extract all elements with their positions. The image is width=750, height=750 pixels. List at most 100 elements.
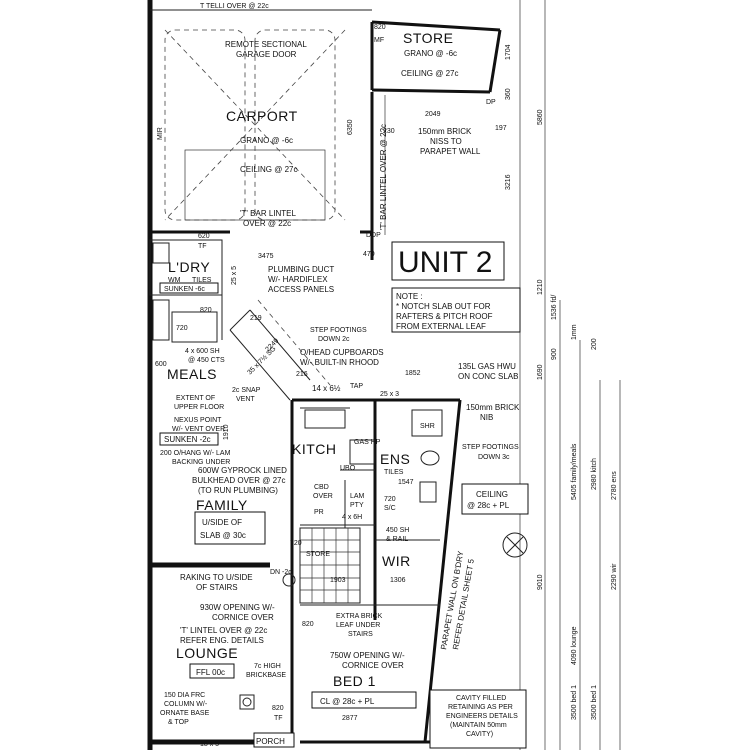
note-line-1: * NOTCH SLAB OUT FOR [396,302,491,311]
grano-store-note: GRANO @ -6c [404,49,457,58]
carport-cars [164,29,346,221]
lam-label: LAM [350,493,365,500]
dim-14x6: 14 x 6½ [312,384,341,393]
bed-ceiling-box [311,691,417,709]
dim-470: 470 [363,251,375,258]
dim-2049: 2049 [425,111,441,118]
column-note-3: ORNATE BASE [160,710,210,717]
dim-5860: 5860 [537,109,544,125]
ddp-label: DDP [366,232,381,239]
bed1-label: BED 1 [333,673,376,689]
dim-2877: 2877 [342,715,358,722]
dim-360: 360 [505,88,512,100]
top-label: T TELLI OVER @ 22c [200,3,269,10]
dim-3216: 3216 [505,174,512,190]
bulkhead-note-3: (TO RUN PLUMBING) [198,486,278,495]
uside-slab-text-1: U/SIDE OF [202,518,242,527]
dim-2980: 2980 kitch [591,458,598,490]
ceiling-box [461,483,529,515]
remote-door-note-2: GARAGE DOOR [236,50,297,59]
opening-930-note-1: 930W OPENING W/- [200,603,275,612]
high-brick-note-2: BRICKBASE [246,672,286,679]
ohang-note-2: BACKING UNDER [172,459,230,466]
dim-820-bot: 820 [272,705,284,712]
dim-216: 216 [296,371,308,378]
bed-ceiling-label: CL @ 28c + PL [320,697,375,706]
bulkhead-note-1: 600W GYPROCK LINED [198,466,287,475]
dim-1210: 1210 [537,279,544,295]
plumbing-note-2: W/- HARDIFLEX [268,275,328,284]
lounge-label: LOUNGE [176,645,238,661]
tf-bot-label: TF [274,715,283,722]
hwu-note-2: ON CONC SLAB [458,372,518,381]
ohead-note-1: O/HEAD CUPBOARDS [300,348,384,357]
snap-vent-note-2: VENT [236,396,255,403]
step-footings-note-3: STEP FOOTINGS [462,444,519,451]
opening-750-note-2: CORNICE OVER [342,661,404,670]
dim-1mm: 1mm [571,324,578,340]
column-note-1: 150 DIA FRC [164,692,205,699]
powder-room-label: PR [314,509,324,516]
dim-720-pr: 720 [176,325,188,332]
ubo-label: UBO [340,465,356,472]
dn-2c-label: DN -2c [270,569,292,576]
store-mid-label: STORE [306,551,330,558]
ceiling-box-text-2: @ 28c + PL [467,501,510,510]
opening-750-note-1: 750W OPENING W/- [330,651,405,660]
dim-6350: 6350 [347,119,354,135]
ceiling-carport-note: CEILING @ 27c [240,165,297,174]
ceiling-store-note: CEILING @ 27c [401,69,458,78]
dim-25x5: 25 x 5 [231,266,238,285]
dim-25x3: 25 x 3 [380,391,399,398]
mf-label: MF [374,37,384,44]
uside-slab-text-2: SLAB @ 30c [200,531,246,540]
ensuite-tiles-label: TILES [384,469,404,476]
dim-900: 900 [551,348,558,360]
shower-label: SHR [420,423,435,430]
ensuite-label: ENS [380,451,410,467]
dim-9010: 9010 [537,574,544,590]
dimension-lines [384,0,621,750]
dim-3500b: 3500 bed 1 [591,685,598,720]
dim-1903: 1903 [330,577,346,584]
dim-1536: 1536 fd/ [551,295,558,320]
ffl-box [189,663,235,679]
store-top-label: STORE [403,30,453,46]
dim-1306: 1306 [390,577,406,584]
sunken-2c-label: SUNKEN -2c [164,435,211,444]
dim-4090: 4090 lounge [571,626,578,665]
hwu-note-1: 135L GAS HWU [458,362,516,371]
plumbing-note-1: PLUMBING DUCT [268,265,334,274]
dim-197: 197 [495,125,507,132]
step-footings-note-1: STEP FOOTINGS [310,327,367,334]
dim-18x5: 18 x 5 [200,741,219,748]
meals-label: MEALS [167,366,217,382]
tlintel-note-1: 'T' LINTEL OVER @ 22c [180,626,267,635]
sh-rail-note-2: & RAIL [386,536,408,543]
stairs [299,527,361,604]
nexus-note-1: NEXUS POINT [174,417,222,424]
unit-label-box [391,241,505,281]
dim-600: 600 [155,361,167,368]
extent-note-1: EXTENT OF [176,395,215,402]
step-footings-note-2: DOWN 2c [318,336,350,343]
diagonal-bench [229,299,331,401]
kitchen-label: KITCH [292,441,337,457]
internal-walls [300,400,443,620]
dim-450cts: @ 450 CTS [188,357,225,364]
dim-620: 620 [198,233,210,240]
laundry-area [149,239,223,343]
dim-820-mid: 820 [302,621,314,628]
brick-niss-note-1: 150mm BRICK [418,127,472,136]
ceiling-box-text-1: CEILING [476,490,508,499]
note-line-3: FROM EXTERNAL LEAF [396,322,486,331]
note-box [391,287,521,333]
raking-note-2: OF STAIRS [196,583,238,592]
dim-1910: 1910 [223,424,230,440]
brick-niss-note-3: PARAPET WALL [420,147,481,156]
dim-230: 230 [383,128,395,135]
dim-4x600: 4 x 600 SH [185,348,220,355]
carport-label: CARPORT [226,108,298,124]
snap-vent-note-1: 2c SNAP [232,387,261,394]
step-footings-note-4: DOWN 3c [478,454,510,461]
